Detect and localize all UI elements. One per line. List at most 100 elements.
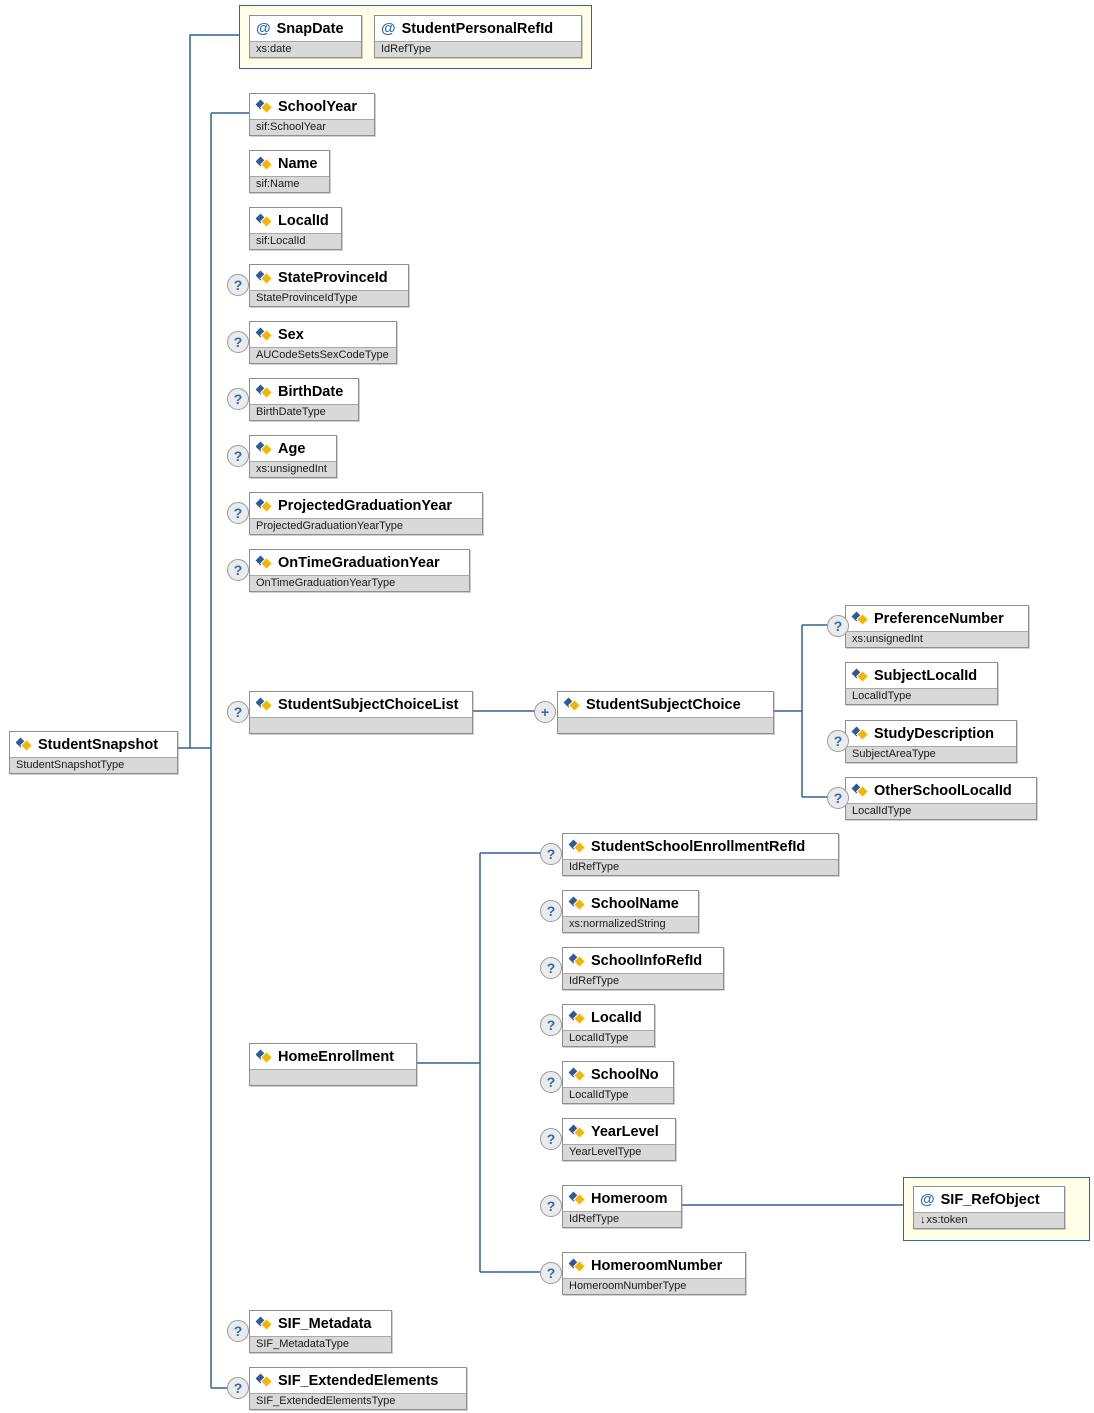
optional-indicator-ontimegraduationyear: ? [227, 559, 249, 581]
element-icon [569, 1125, 586, 1138]
element-label: StudentSnapshot [38, 736, 159, 753]
element-type: IdRefType [563, 973, 723, 989]
attribute-label: SIF_RefObject [940, 1191, 1040, 1208]
element-homeroom[interactable]: Homeroom IdRefType [562, 1185, 682, 1228]
element-schoolyear[interactable]: SchoolYear sif:SchoolYear [249, 93, 375, 136]
element-projectedgraduationyear[interactable]: ProjectedGraduationYear ProjectedGraduat… [249, 492, 483, 535]
element-icon [256, 556, 273, 569]
element-label: StateProvinceId [278, 269, 388, 286]
element-type: IdRefType [563, 1211, 681, 1227]
element-type: SubjectAreaType [846, 746, 1016, 762]
element-label: Name [278, 155, 318, 172]
element-icon [852, 727, 869, 740]
element-label: StudentSchoolEnrollmentRefId [591, 838, 806, 855]
element-sif-extendedelements[interactable]: SIF_ExtendedElements SIF_ExtendedElement… [249, 1367, 467, 1410]
optional-indicator-preferencenumber: ? [827, 615, 849, 637]
element-icon [569, 954, 586, 967]
element-subjectlocalid[interactable]: SubjectLocalId LocalIdType [845, 662, 998, 705]
element-label: ProjectedGraduationYear [278, 497, 453, 514]
element-label: SchoolNo [591, 1066, 659, 1083]
element-icon [256, 499, 273, 512]
element-label: StudentSubjectChoiceList [278, 696, 459, 713]
element-type: sif:Name [250, 176, 329, 192]
element-age[interactable]: Age xs:unsignedInt [249, 435, 337, 478]
element-type: LocalIdType [563, 1030, 654, 1046]
element-icon [256, 157, 273, 170]
element-type: SIF_MetadataType [250, 1336, 391, 1352]
element-type: xs:unsignedInt [250, 461, 336, 477]
element-icon [569, 1259, 586, 1272]
element-type: YearLevelType [563, 1144, 675, 1160]
element-label: BirthDate [278, 383, 344, 400]
element-studentsnapshot[interactable]: StudentSnapshot StudentSnapshotType [9, 731, 178, 774]
attribute-icon: @ [920, 1191, 935, 1208]
element-label: PreferenceNumber [874, 610, 1004, 627]
element-icon [569, 1011, 586, 1024]
element-ontimegraduationyear[interactable]: OnTimeGraduationYear OnTimeGraduationYea… [249, 549, 470, 592]
element-studentsubjectchoicelist[interactable]: StudentSubjectChoiceList [249, 691, 473, 734]
element-type: xs:unsignedInt [846, 631, 1028, 647]
element-schoolno[interactable]: SchoolNo LocalIdType [562, 1061, 674, 1104]
optional-indicator-age: ? [227, 445, 249, 467]
attribute-icon: @ [381, 20, 396, 37]
element-type: sif:SchoolYear [250, 119, 374, 135]
element-icon [256, 328, 273, 341]
element-icon [256, 214, 273, 227]
element-sif-metadata[interactable]: SIF_Metadata SIF_MetadataType [249, 1310, 392, 1353]
element-homeenrollment[interactable]: HomeEnrollment [249, 1043, 417, 1086]
optional-indicator-studentsubjectchoicelist: ? [227, 701, 249, 723]
element-type: LocalIdType [846, 688, 997, 704]
optional-indicator-birthdate: ? [227, 388, 249, 410]
attribute-type: xs:date [250, 41, 361, 57]
element-preferencenumber[interactable]: PreferenceNumber xs:unsignedInt [845, 605, 1029, 648]
element-icon [16, 738, 33, 751]
element-label: SIF_ExtendedElements [278, 1372, 439, 1389]
optional-indicator-projectedgraduationyear: ? [227, 502, 249, 524]
attribute-snapdate[interactable]: @SnapDate xs:date [249, 15, 362, 58]
element-localid[interactable]: LocalId sif:LocalId [249, 207, 342, 250]
attribute-studentpersonalrefid[interactable]: @ StudentPersonalRefId IdRefType [374, 15, 582, 58]
element-birthdate[interactable]: BirthDate BirthDateType [249, 378, 359, 421]
element-type: ProjectedGraduationYearType [250, 518, 482, 534]
element-label: SIF_Metadata [278, 1315, 372, 1332]
element-label: StudentSubjectChoice [586, 696, 741, 713]
element-schoolname[interactable]: SchoolName xs:normalizedString [562, 890, 699, 933]
element-label: YearLevel [591, 1123, 659, 1140]
element-icon [569, 897, 586, 910]
element-otherschoollocalid[interactable]: OtherSchoolLocalId LocalIdType [845, 777, 1037, 820]
element-type: LocalIdType [846, 803, 1036, 819]
repeat-indicator-studentsubjectchoice: + [534, 701, 556, 723]
attribute-type: ↓xs:token [914, 1212, 1064, 1228]
element-schoolinforefid[interactable]: SchoolInfoRefId IdRefType [562, 947, 724, 990]
optional-indicator-sif-metadata: ? [227, 1320, 249, 1342]
element-yearlevel[interactable]: YearLevel YearLevelType [562, 1118, 676, 1161]
element-label: Sex [278, 326, 304, 343]
optional-indicator-schoolno: ? [540, 1071, 562, 1093]
attribute-type-text: xs:token [926, 1214, 968, 1226]
element-type: BirthDateType [250, 404, 358, 420]
attribute-sif-refobject[interactable]: @ SIF_RefObject ↓xs:token [913, 1186, 1065, 1229]
optional-indicator-studydescription: ? [827, 730, 849, 752]
optional-indicator-homeroomnumber: ? [540, 1262, 562, 1284]
optional-indicator-studentschoolenrollmentrefid: ? [540, 843, 562, 865]
optional-indicator-schoolname: ? [540, 900, 562, 922]
element-icon [256, 385, 273, 398]
element-sex[interactable]: Sex AUCodeSetsSexCodeType [249, 321, 397, 364]
attribute-type: IdRefType [375, 41, 581, 57]
element-icon [564, 698, 581, 711]
element-type: LocalIdType [563, 1087, 673, 1103]
optional-indicator-otherschoollocalid: ? [827, 787, 849, 809]
attribute-label: StudentPersonalRefId [401, 20, 554, 37]
element-localid-home[interactable]: LocalId LocalIdType [562, 1004, 655, 1047]
down-arrow-icon: ↓ [920, 1214, 926, 1226]
element-studentsubjectchoice[interactable]: StudentSubjectChoice [557, 691, 774, 734]
element-studydescription[interactable]: StudyDescription SubjectAreaType [845, 720, 1017, 763]
element-type: SIF_ExtendedElementsType [250, 1393, 466, 1409]
element-name[interactable]: Name sif:Name [249, 150, 330, 193]
element-homeroomnumber[interactable]: HomeroomNumber HomeroomNumberType [562, 1252, 746, 1295]
element-icon [852, 784, 869, 797]
element-label: Age [278, 440, 306, 457]
element-studentschoolenrollmentrefid[interactable]: StudentSchoolEnrollmentRefId IdRefType [562, 833, 839, 876]
element-stateprovinceid[interactable]: StateProvinceId StateProvinceIdType [249, 264, 409, 307]
